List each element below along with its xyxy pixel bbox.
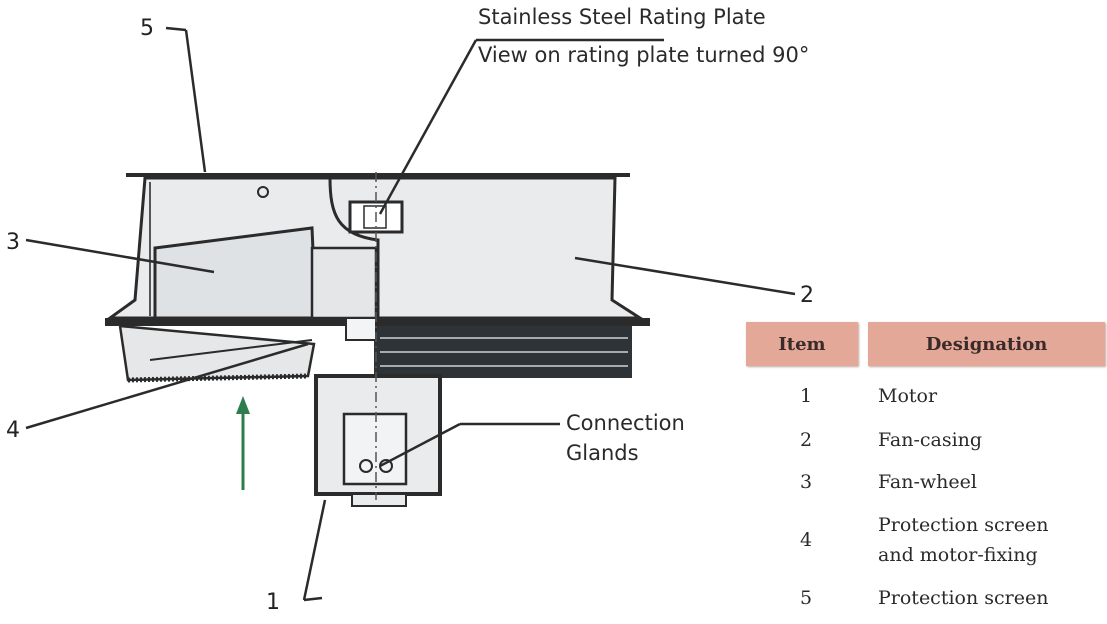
connection-glands-label: Connection Glands — [566, 411, 685, 465]
gland-left — [359, 459, 373, 473]
leader-1 — [303, 596, 323, 602]
leader-5 — [165, 26, 187, 32]
legend-row-designation: Fan-wheel — [878, 471, 977, 493]
leader-4 — [25, 342, 309, 430]
legend-row-designation: Protection screen and motor-fixing — [878, 514, 1049, 566]
casing-screw — [257, 186, 269, 198]
label-number-5: 5 — [140, 16, 154, 41]
legend-row-designation: Protection screen — [878, 587, 1049, 609]
legend-row-item: 1 — [799, 385, 813, 407]
legend-header: Item Designation — [746, 322, 1107, 366]
legend-row-item: 4 — [799, 529, 813, 551]
label-number-2: 2 — [800, 283, 814, 308]
leader-3 — [25, 238, 215, 274]
label-number-3: 3 — [6, 230, 20, 255]
legend-header-designation: Designation — [868, 322, 1105, 366]
terminal-box — [342, 412, 408, 486]
leader-1-b — [302, 499, 327, 601]
label-number-1: 1 — [266, 590, 280, 615]
legend-row-item: 5 — [799, 587, 813, 609]
rating-plate-inner — [363, 205, 387, 229]
leader-5-b — [184, 29, 207, 173]
legend-row: 4 Protection screen and motor-fixing — [746, 504, 1107, 576]
label-number-4: 4 — [6, 418, 20, 443]
legend-row: 2 Fan-casing — [746, 420, 1107, 460]
rating-plate-title: Stainless Steel Rating Plate — [478, 5, 766, 29]
legend-row-item: 2 — [799, 429, 813, 451]
rating-plate-subtitle: View on rating plate turned 90° — [478, 43, 810, 67]
legend-row: 5 Protection screen — [746, 576, 1107, 620]
legend-row-item: 3 — [799, 471, 813, 493]
shaft-block — [345, 317, 377, 341]
leader-glands-b — [379, 422, 461, 468]
legend-row: 1 Motor — [746, 372, 1107, 420]
legend-header-item: Item — [746, 322, 858, 366]
airflow-arrow-head — [236, 396, 250, 414]
leader-2 — [574, 256, 796, 296]
legend-table: Item Designation 1 Motor 2 Fan-casing 3 … — [746, 322, 1107, 620]
motor-fixing-bar — [149, 339, 313, 361]
legend-row-designation: Fan-casing — [878, 429, 983, 451]
base-flange — [105, 318, 650, 326]
motor-foot — [351, 493, 407, 507]
fan-hub — [310, 246, 378, 320]
legend-row-designation: Motor — [878, 385, 938, 407]
leader-rating-plate — [378, 39, 478, 215]
legend-row: 3 Fan-wheel — [746, 460, 1107, 504]
